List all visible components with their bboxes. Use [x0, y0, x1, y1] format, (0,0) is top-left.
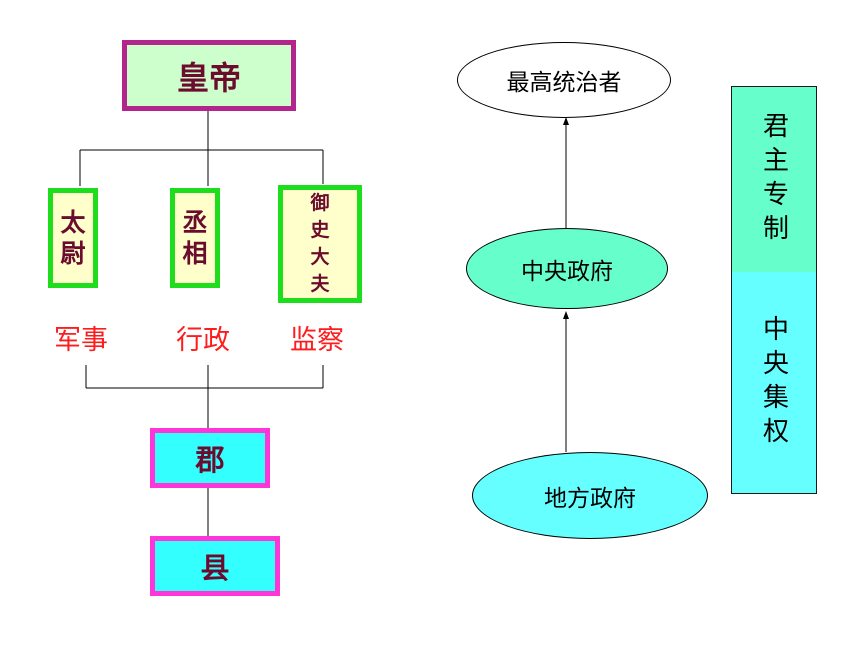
central-government-label: 中央政府 — [521, 258, 613, 285]
autocracy-box: 君主专制 — [731, 86, 817, 273]
duty-label-supervision: 监察 — [290, 325, 344, 356]
official-label-yushidafu: 御史大夫 — [310, 192, 330, 295]
autocracy-label: 君主专制 — [758, 111, 789, 248]
local-government-label: 地方政府 — [544, 485, 636, 512]
centralization-label: 中央集权 — [758, 314, 789, 451]
official-box-chengxiang: 丞相 — [170, 188, 220, 288]
official-label-chengxiang: 丞相 — [182, 208, 208, 268]
official-label-taiwei: 太尉 — [60, 208, 86, 268]
supreme-ruler-ellipse: 最高统治者 — [457, 42, 671, 118]
duty-label-military: 军事 — [54, 325, 108, 356]
duty-label-administration: 行政 — [176, 325, 230, 356]
emperor-box: 皇帝 — [122, 40, 296, 111]
supreme-ruler-label: 最高统治者 — [506, 70, 622, 96]
centralization-box: 中央集权 — [731, 272, 817, 494]
central-government-ellipse: 中央政府 — [466, 228, 668, 309]
emperor-label: 皇帝 — [176, 58, 241, 97]
commandery-box: 郡 — [150, 428, 270, 488]
local-government-ellipse: 地方政府 — [472, 452, 708, 539]
official-box-taiwei: 太尉 — [48, 188, 98, 288]
official-box-yushidafu: 御史大夫 — [278, 185, 362, 303]
commandery-label: 郡 — [195, 443, 225, 477]
county-label: 县 — [200, 551, 230, 585]
county-box: 县 — [150, 536, 280, 596]
